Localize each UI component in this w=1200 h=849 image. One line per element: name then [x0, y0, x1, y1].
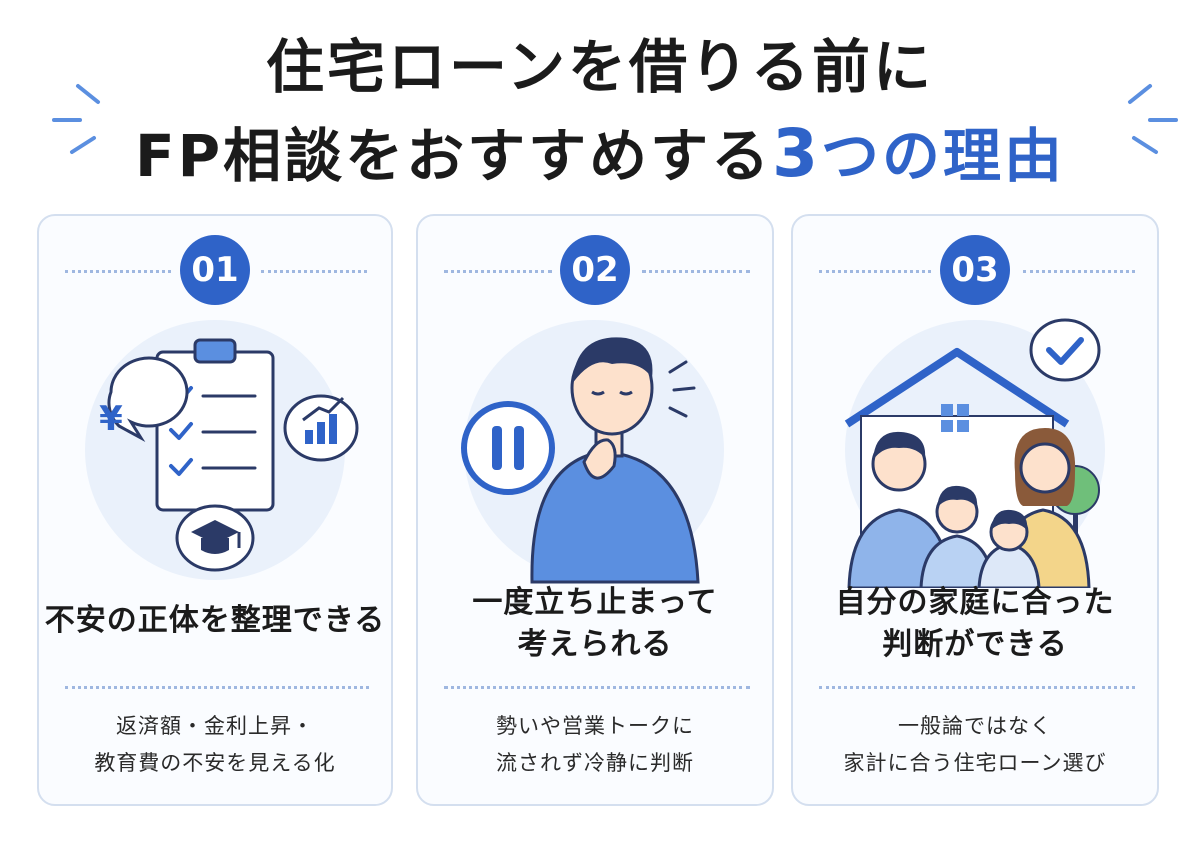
reason-description-line: 流されず冷静に判断: [496, 751, 694, 775]
dotted-divider: [65, 686, 369, 689]
left-sparkle-icon: [52, 84, 100, 154]
reason-number-badge: 01: [180, 235, 250, 305]
reason-heading-line: 一度立ち止まって: [472, 585, 718, 620]
reason-number-badge: 02: [560, 235, 630, 305]
reason-heading-line: 不安の正体を整理できる: [44, 603, 386, 638]
reason-heading: 一度立ち止まって 考えられる: [418, 582, 772, 666]
dotted-divider: [819, 686, 1135, 689]
thinking-person-illustration: [461, 320, 724, 584]
reason-description: 勢いや営業トークに 流されず冷静に判断: [418, 708, 772, 782]
title-number: 3: [772, 115, 822, 192]
reason-description-line: 勢いや営業トークに: [496, 714, 694, 738]
checkmark-bubble-icon: [1029, 318, 1101, 382]
svg-text:¥: ¥: [99, 399, 123, 439]
reason-description: 返済額・金利上昇・ 教育費の不安を見える化: [39, 708, 391, 782]
thinking-man-icon: [530, 337, 700, 584]
reason-card-3: 03: [791, 214, 1159, 806]
family-house-illustration: [844, 318, 1105, 588]
title-suffix: つの理由: [821, 122, 1066, 190]
reason-heading-line: 考えられる: [517, 627, 673, 662]
reason-heading-line: 判断ができる: [882, 627, 1068, 662]
reason-heading-line: 自分の家庭に合った: [835, 585, 1115, 620]
reason-description: 一般論ではなく 家計に合う住宅ローン選び: [793, 708, 1157, 782]
right-sparkle-icon: [1128, 84, 1178, 154]
dotted-divider: [642, 270, 750, 273]
reason-description-line: 一般論ではなく: [898, 714, 1052, 738]
reason-description-line: 家計に合う住宅ローン選び: [843, 751, 1107, 775]
graduation-cap-bubble-icon: [175, 504, 255, 572]
dotted-divider: [819, 270, 931, 273]
dotted-divider: [65, 270, 171, 273]
checklist-illustration: ¥: [85, 320, 359, 580]
chart-bubble-icon: [283, 394, 359, 462]
pause-icon: [461, 401, 555, 495]
dotted-divider: [444, 686, 750, 689]
reason-description-line: 返済額・金利上昇・: [116, 714, 314, 738]
yen-bubble-icon: ¥: [99, 356, 189, 443]
reason-heading: 不安の正体を整理できる: [39, 600, 391, 642]
page-title-line-1: 住宅ローンを借りる前に: [265, 33, 935, 101]
reason-card-2: 02 一度立ち止まって 考えられる 勢いや営業トークに: [416, 214, 774, 806]
reason-description-line: 教育費の不安を見える化: [94, 751, 336, 775]
page-title-line-2: FP相談をおすすめする3つの理由: [0, 121, 1200, 187]
reason-heading: 自分の家庭に合った 判断ができる: [793, 582, 1157, 666]
dotted-divider: [1023, 270, 1135, 273]
dotted-divider: [444, 270, 552, 273]
dotted-divider: [261, 270, 367, 273]
reason-number-badge: 03: [940, 235, 1010, 305]
reason-card-1: 01 ¥: [37, 214, 393, 806]
title-prefix: FP相談をおすすめする: [134, 122, 773, 190]
family-icon: [847, 428, 1091, 588]
